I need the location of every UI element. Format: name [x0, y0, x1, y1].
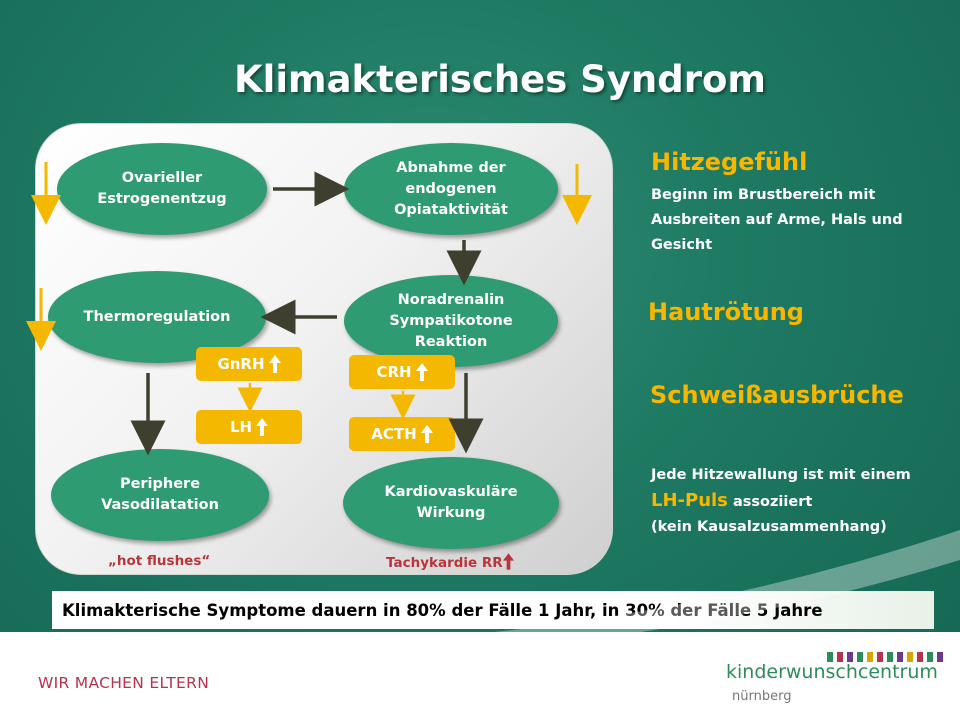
- node-kardiovaskulaer: Kardiovaskuläre Wirkung: [343, 457, 559, 549]
- footer: [0, 632, 960, 720]
- hormone-crh-label: CRH: [376, 363, 412, 381]
- up-arrow-icon: [256, 418, 269, 436]
- hormone-lh-label: LH: [229, 418, 253, 436]
- label-tachykardie-text: Tachykardie RR: [386, 555, 503, 571]
- text-lh-note-line1: Jede Hitzewallung ist mit einem: [651, 467, 911, 483]
- hormone-crh: CRH: [349, 355, 455, 389]
- text-lh-note-line2: LH-Puls assoziiert: [651, 488, 931, 515]
- heading-hautroetung: Hautrötung: [648, 298, 804, 326]
- node-kardiovaskulaer-label: Kardiovaskuläre Wirkung: [384, 484, 518, 521]
- hormone-gnrh: GnRH: [196, 347, 302, 381]
- label-hot-flushes: „hot flushes“: [108, 553, 211, 569]
- logo-bars-icon: [827, 652, 943, 662]
- up-arrow-icon: [502, 553, 514, 570]
- logo-wordmark: kinderwunschcentrum: [726, 661, 938, 683]
- hormone-gnrh-label: GnRH: [217, 355, 265, 373]
- footer-slogan: WIR MACHEN ELTERN: [38, 674, 210, 692]
- node-noradrenalin: Noradrenalin Sympatikotone Reaktion: [344, 275, 558, 367]
- slide-title: Klimakterisches Syndrom: [234, 58, 766, 101]
- up-arrow-icon: [415, 363, 428, 381]
- node-periphere: Periphere Vasodilatation: [51, 449, 269, 541]
- up-arrow-icon: [268, 355, 281, 373]
- node-thermoregulation-label: Thermoregulation: [83, 308, 231, 325]
- logo-city: nürnberg: [732, 689, 792, 704]
- node-abnahme-label: Abnahme der endogenen Opiataktivität: [394, 159, 508, 218]
- hormone-acth-label: ACTH: [371, 425, 417, 443]
- label-tachykardie: Tachykardie RR: [386, 553, 514, 571]
- lh-puls-suffix: assoziiert: [732, 494, 813, 510]
- duration-banner-text: Klimakterische Symptome dauern in 80% de…: [62, 600, 823, 620]
- node-ovarieller: Ovarieller Estrogenentzug: [57, 143, 267, 235]
- up-arrow-icon: [420, 425, 433, 443]
- hormone-lh: LH: [196, 410, 302, 444]
- node-noradrenalin-label: Noradrenalin Sympatikotone Reaktion: [389, 291, 513, 350]
- text-lh-note-line3: (kein Kausalzusammenhang): [651, 519, 887, 535]
- heading-hitzegefuehl: Hitzegefühl: [651, 148, 808, 176]
- node-ovarieller-label: Ovarieller Estrogenentzug: [97, 170, 227, 207]
- lh-puls-highlight: LH-Puls: [651, 490, 728, 511]
- text-lh-note: Jede Hitzewallung ist mit einem LH-Puls …: [651, 463, 931, 540]
- duration-banner: Klimakterische Symptome dauern in 80% de…: [52, 591, 934, 629]
- hormone-acth: ACTH: [349, 417, 455, 451]
- text-hitzegefuehl-desc: Beginn im Brustbereich mit Ausbreiten au…: [651, 187, 903, 253]
- node-periphere-label: Periphere Vasodilatation: [101, 476, 219, 513]
- heading-schweissausbrueche: Schweißausbrüche: [650, 381, 904, 409]
- node-abnahme: Abnahme der endogenen Opiataktivität: [344, 143, 558, 235]
